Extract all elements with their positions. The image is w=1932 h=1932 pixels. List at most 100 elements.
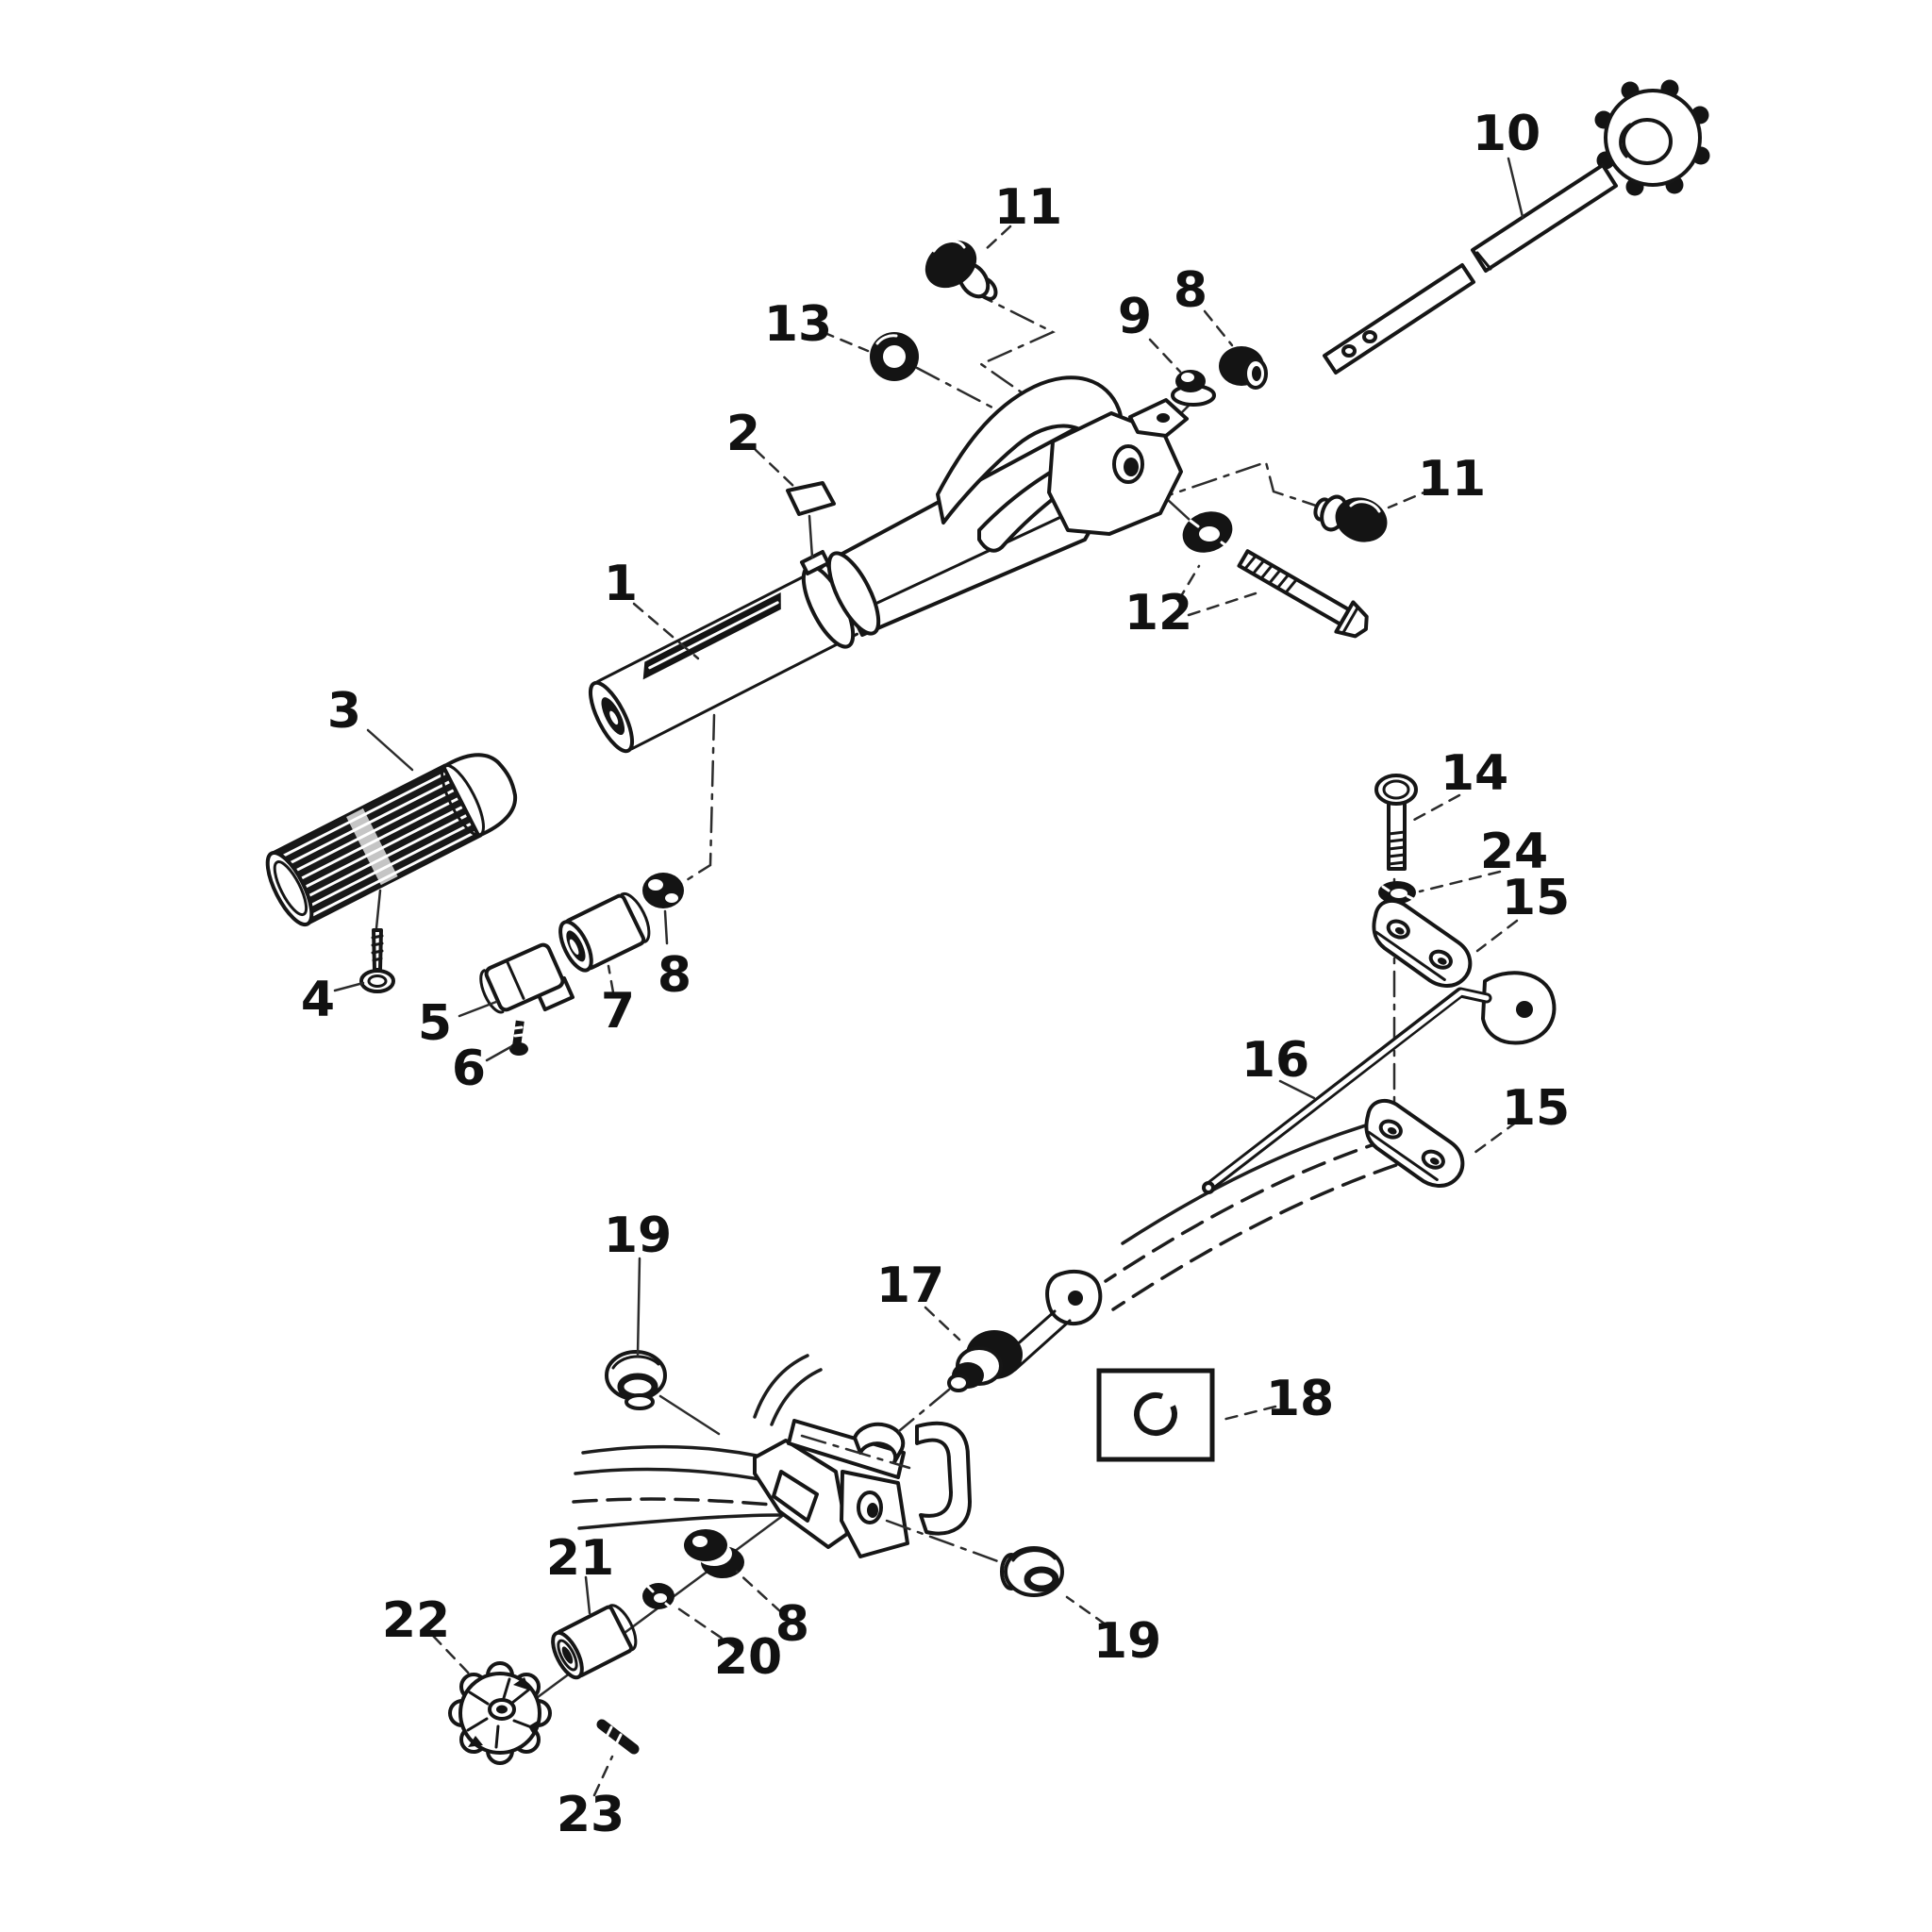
- callout-15-upper: 15: [1502, 870, 1570, 926]
- rod-upper-segment: [1471, 163, 1618, 273]
- part-1-tiller-handle: [588, 375, 1189, 754]
- leader-8-bottom: [735, 1570, 783, 1614]
- callout-8-top: 8: [1174, 262, 1208, 319]
- part-6-screw: [509, 1020, 528, 1056]
- leader-zigzag-11-right: [1147, 460, 1335, 513]
- callout-labels: 1 2 3 4 5 6 7 8 8 8 9 10 11 11 12 13 14 …: [301, 106, 1570, 1843]
- leader-1: [632, 602, 700, 660]
- leader-4: [333, 981, 365, 992]
- pad-ring: [1134, 1392, 1177, 1436]
- part-4-screw: [359, 889, 395, 993]
- bolt-head: [1374, 774, 1418, 806]
- part-24-washer: [1378, 881, 1416, 904]
- part-15-clamp-upper: [1372, 898, 1473, 988]
- rod-tip: [1202, 1181, 1215, 1194]
- callout-12: 12: [1124, 585, 1192, 641]
- leader-11-top: [982, 225, 1012, 253]
- callout-9: 9: [1118, 289, 1152, 345]
- part-8-bushing-top: [1219, 346, 1268, 390]
- bracket-left-opening: [772, 1470, 819, 1523]
- callout-23: 23: [557, 1787, 625, 1843]
- callout-8-bottom: 8: [775, 1596, 809, 1653]
- part-9-nut: [1171, 370, 1216, 407]
- steering-bracket: [753, 1419, 1008, 1566]
- leader-3: [366, 728, 414, 772]
- part-11-plug-top: [924, 240, 998, 301]
- part-19-grommet-left: [605, 1350, 721, 1436]
- part-7-bushing: [558, 891, 651, 973]
- callout-16: 16: [1241, 1032, 1309, 1089]
- leader-7: [607, 964, 615, 994]
- grip-face: [265, 850, 314, 927]
- handle-tube: [588, 565, 859, 754]
- clevis-bolt-head: [1124, 458, 1139, 476]
- part-19-grommet-right: [1000, 1546, 1064, 1597]
- part-13-ring: [870, 332, 919, 381]
- leader-axis-13: [915, 366, 994, 409]
- part-14-bolt: [1374, 774, 1418, 871]
- leader-23: [592, 1755, 614, 1797]
- leader-12b: [1187, 591, 1257, 617]
- callout-4: 4: [301, 972, 335, 1028]
- leader-10: [1507, 157, 1524, 219]
- callout-11-top: 11: [994, 179, 1062, 236]
- leader-22: [431, 1634, 473, 1677]
- pad-box: [1096, 1368, 1215, 1462]
- part-3-grip: [265, 753, 517, 927]
- leader-20: [671, 1603, 740, 1651]
- leader-9: [1148, 338, 1182, 374]
- leader-12a: [1176, 564, 1201, 603]
- callout-19-left: 19: [604, 1208, 672, 1264]
- callout-7: 7: [601, 983, 635, 1040]
- part-8-bushing-bottom: [684, 1529, 744, 1578]
- leader-19-left: [636, 1257, 641, 1357]
- part-8-nut-middle: [642, 873, 684, 945]
- callout-11-right: 11: [1418, 451, 1486, 508]
- callout-22: 22: [382, 1592, 450, 1649]
- callout-13: 13: [764, 296, 832, 353]
- callout-5: 5: [418, 995, 452, 1052]
- part-10-friction-rod: [1323, 79, 1710, 375]
- part-18-pad: [1096, 1368, 1215, 1462]
- leader-19-right: [1065, 1595, 1108, 1626]
- leader-15-lower: [1473, 1120, 1519, 1155]
- callout-6: 6: [452, 1041, 486, 1097]
- axis-tube-to-nut8: [677, 713, 716, 887]
- callout-18: 18: [1266, 1371, 1334, 1427]
- collar-band-right: [826, 551, 881, 636]
- callout-8-middle: 8: [658, 947, 691, 1004]
- leader-14: [1412, 793, 1461, 822]
- callout-3: 3: [327, 683, 361, 740]
- leader-6: [485, 1045, 512, 1062]
- leader-16: [1278, 1079, 1316, 1100]
- leader-8-top: [1203, 309, 1234, 347]
- callout-14: 14: [1441, 745, 1508, 802]
- bolt-12: [1237, 549, 1369, 639]
- part-15-clamp-lower: [1364, 1098, 1465, 1188]
- part-21-roller: [551, 1604, 638, 1680]
- part-22-star-wheel: [448, 1661, 552, 1765]
- axis-to-plug19: [885, 1519, 1008, 1566]
- bracket-axis: [800, 1434, 911, 1470]
- leader-5: [458, 1000, 498, 1018]
- part-12-washer-bolt: [1182, 511, 1369, 639]
- rod-eye-hole: [1516, 1001, 1533, 1018]
- callout-21: 21: [546, 1530, 614, 1587]
- callout-19-right: 19: [1093, 1613, 1161, 1670]
- callout-10: 10: [1473, 106, 1541, 162]
- callout-24: 24: [1480, 824, 1548, 880]
- callout-15-lower: 15: [1502, 1080, 1570, 1137]
- callout-1: 1: [604, 556, 638, 612]
- screw-head: [359, 969, 395, 993]
- part-20-washer: [642, 1583, 675, 1609]
- part-16-link-rod: [1202, 971, 1557, 1194]
- rod-lower-segment: [1323, 263, 1475, 375]
- leader-2: [754, 448, 797, 490]
- leader-lines: [333, 157, 1524, 1797]
- leader-13: [821, 330, 870, 353]
- part-2-key: [786, 481, 836, 559]
- bracket-dome: [853, 1422, 906, 1464]
